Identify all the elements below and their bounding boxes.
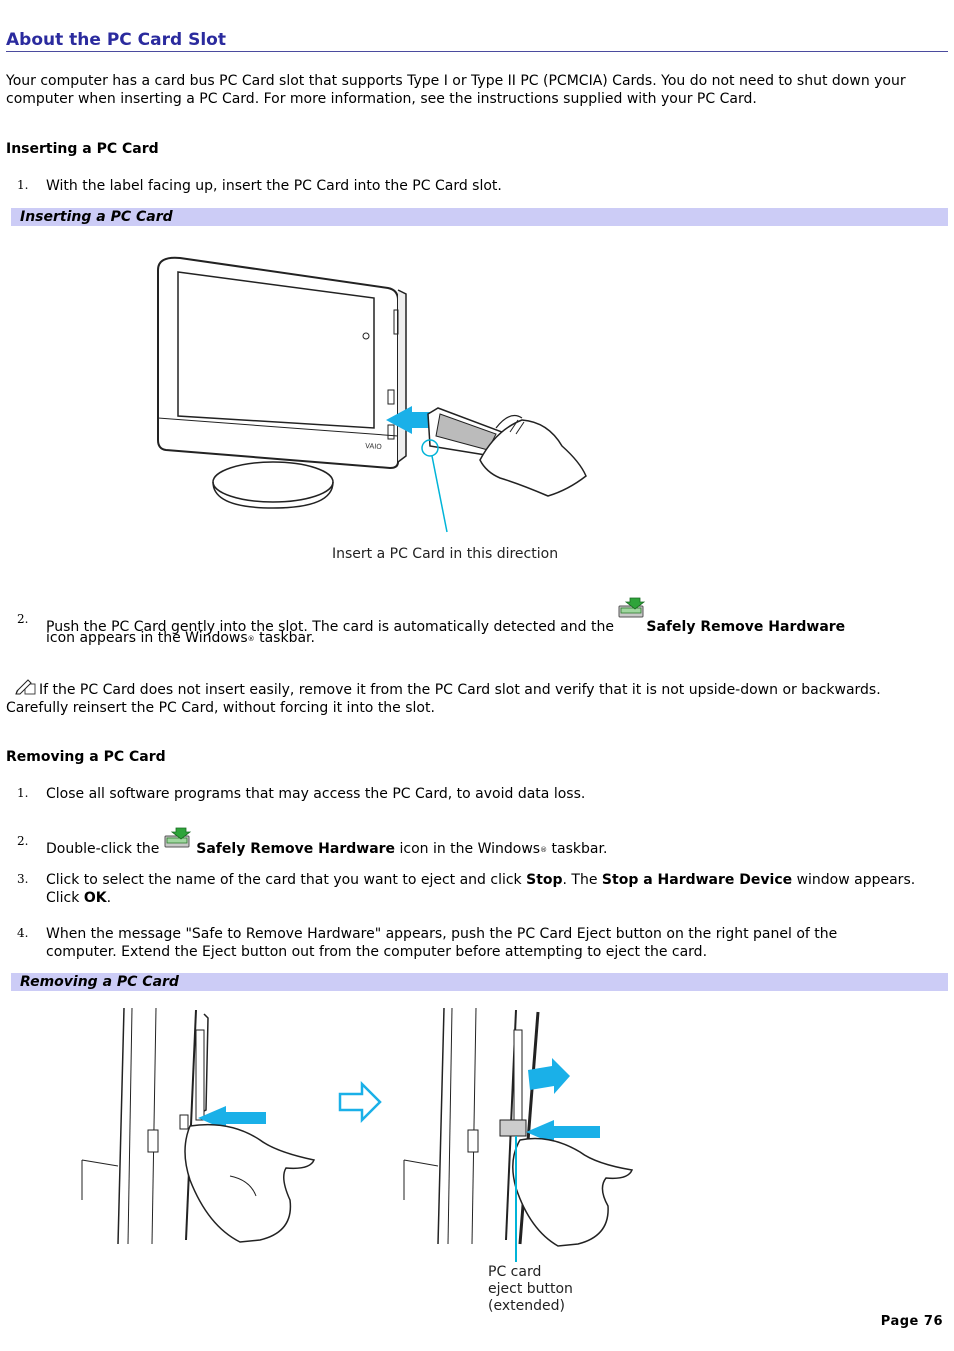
- step-number: 1.: [17, 178, 29, 192]
- removing-step-3-text-c: window appears. Click: [46, 872, 916, 906]
- inserting-heading: Inserting a PC Card: [6, 141, 159, 157]
- step-number: 4.: [17, 926, 29, 940]
- eject-caption-line-3: (extended): [488, 1298, 565, 1314]
- svg-text:VAIO: VAIO: [365, 442, 383, 451]
- removing-step-4: When the message "Safe to Remove Hardwar…: [46, 926, 838, 960]
- removing-step-1: Close all software programs that may acc…: [46, 786, 586, 802]
- removing-step-3-text-a: Click to select the name of the card tha…: [46, 872, 527, 888]
- intro-paragraph: Your computer has a card bus PC Card slo…: [6, 73, 906, 107]
- removing-heading: Removing a PC Card: [6, 749, 166, 765]
- removing-step-3-text-d: .: [106, 890, 112, 906]
- figure-bar-label: Inserting a PC Card: [20, 209, 173, 225]
- inserting-step-1: With the label facing up, insert the PC …: [46, 178, 502, 194]
- note-pencil-icon: [15, 679, 39, 695]
- safely-remove-hardware-icon: [618, 597, 646, 621]
- note-paragraph: If the PC Card does not insert easily, r…: [6, 679, 936, 717]
- removing-pc-card-illustration: PC card eject button (extended): [81, 1007, 634, 1314]
- registered-mark: ®: [540, 846, 548, 854]
- inserting-step-2: Push the PC Card gently into the slot. T…: [46, 597, 926, 646]
- eject-caption-line-1: PC card: [488, 1264, 541, 1280]
- figure-bar-label: Removing a PC Card: [20, 974, 179, 990]
- eject-push-panel: [81, 1007, 316, 1245]
- stop-hardware-window-label: Stop a Hardware Device: [601, 872, 793, 888]
- page-title: About the PC Card Slot: [6, 30, 948, 52]
- step-2-text-a: Push the PC Card gently into the slot. T…: [46, 619, 619, 635]
- registered-mark: ®: [247, 635, 255, 643]
- step-number: 3.: [17, 872, 29, 886]
- removing-step-2-text-c: taskbar.: [547, 841, 608, 857]
- removing-step-3: Click to select the name of the card tha…: [46, 871, 926, 907]
- removing-step-2-bold: Safely Remove Hardware: [196, 841, 396, 857]
- step-number: 1.: [17, 786, 29, 800]
- figure-bar-inserting: Inserting a PC Card: [11, 208, 948, 226]
- step-number: 2.: [17, 834, 29, 848]
- safely-remove-hardware-icon: [164, 827, 192, 851]
- inserting-figure-caption: Insert a PC Card in this direction: [332, 546, 558, 562]
- figure-bar-removing: Removing a PC Card: [11, 973, 948, 991]
- removing-step-2-text-a: Double-click the: [46, 841, 164, 857]
- eject-caption-line-2: eject button: [488, 1281, 573, 1297]
- step-number: 2.: [17, 612, 29, 626]
- step-2-text-b: icon appears in the Windows: [46, 630, 248, 646]
- eject-extended-panel: [403, 1007, 634, 1262]
- inserting-pc-card-illustration: VAIO Insert a PC Card in this direction: [157, 256, 587, 562]
- note-text: If the PC Card does not insert easily, r…: [6, 682, 881, 716]
- removing-step-2-text-b: icon in the Windows: [395, 841, 541, 857]
- step-2-text-c: taskbar.: [254, 630, 315, 646]
- removing-step-2: Double-click the Safely Remove Hardware …: [46, 827, 926, 859]
- ok-label: OK: [83, 890, 107, 906]
- page-number: Page 76: [880, 1314, 943, 1329]
- removing-step-3-text-b: . The: [562, 872, 602, 888]
- step-2-bold: Safely Remove Hardware: [646, 619, 846, 635]
- stop-label: Stop: [526, 872, 563, 888]
